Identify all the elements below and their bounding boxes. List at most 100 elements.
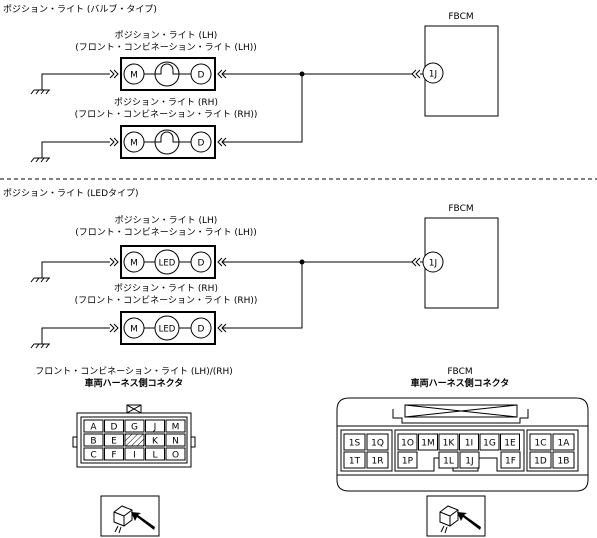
- connector-pin-label-box: [104, 447, 124, 461]
- connector-pin-label: 1I: [465, 439, 473, 449]
- connector-pin-label-box: [366, 451, 389, 469]
- lamp-rh-subtitle-bottom: (フロント・コンビネーション・ライト (RH)): [75, 295, 258, 306]
- lamp-rh-title-top: ポジション・ライト (RH): [114, 97, 218, 108]
- connector-pin-label: 1O: [401, 439, 414, 449]
- wiring-bottom: [30, 257, 423, 349]
- connector-pin-label-box: [343, 433, 366, 451]
- connector-pin-label: O: [172, 451, 179, 461]
- pin-d-label: D: [198, 325, 205, 335]
- connector-pin-label-box: [165, 447, 186, 461]
- connector-pin-label-box: [459, 451, 480, 469]
- connector-pin-label: A: [90, 423, 97, 433]
- fbcm-pin-label-top: 1J: [429, 70, 437, 80]
- connector-pin-label-box: [552, 433, 575, 451]
- connector-pin-label-box: [83, 419, 104, 433]
- pin-m-label: M: [130, 71, 138, 81]
- led-label: LED: [159, 325, 176, 335]
- fbcm-pin-label-bottom: 1J: [429, 259, 437, 269]
- wire-junction-bottom: [299, 259, 305, 265]
- connector-pin-blank: [124, 433, 145, 447]
- section-title-bulb: ポジション・ライト (バルブ・タイプ): [3, 3, 157, 15]
- connector-pin-label: 1D: [534, 457, 547, 467]
- pin-d-label: D: [198, 139, 205, 149]
- pin-d-label: D: [198, 259, 205, 269]
- connector-pin-label: M: [172, 423, 180, 433]
- connector-pin-label: 1A: [558, 439, 571, 449]
- connector-left-title: フロント・コンビネーション・ライト (LH)/(RH): [35, 366, 233, 377]
- connector-pin-label: I: [133, 451, 136, 461]
- connector-pin-label: B: [90, 437, 96, 447]
- connector-pin-label-box: [145, 433, 165, 447]
- pin-m-label: M: [130, 259, 138, 269]
- lamp-rh-bulb: M D: [120, 125, 216, 159]
- led-label: LED: [159, 259, 176, 269]
- connector-pin-label-box: [552, 451, 575, 469]
- connector-pin-label: 1G: [483, 439, 496, 449]
- lamp-lh-subtitle-bottom: (フロント・コンビネーション・ライト (LH)): [75, 227, 257, 238]
- connector-pin-label-box: [104, 433, 124, 447]
- connector-pin-label: C: [90, 451, 96, 461]
- connector-pin-label: 1R: [372, 457, 384, 467]
- connector-pin-label: K: [152, 437, 159, 447]
- connector-pin-label-box: [165, 433, 186, 447]
- connector-pin-label: D: [111, 423, 118, 433]
- connector-pin-label-box: [145, 447, 165, 461]
- connector-pin-label-box: [479, 433, 500, 451]
- connector-pin-label: 1E: [504, 439, 516, 449]
- lamp-lh-title-top: ポジション・ライト (LH): [115, 30, 218, 41]
- connector-pin-label: 1S: [349, 439, 361, 449]
- connector-pin-label-box: [165, 419, 186, 433]
- connector-pin-label: N: [172, 437, 179, 447]
- connector-pin-label-box: [438, 433, 459, 451]
- connector-pin-label: 1J: [465, 457, 473, 467]
- lamp-lh-title-bottom: ポジション・ライト (LH): [115, 215, 218, 226]
- lamp-rh-title-bottom: ポジション・ライト (RH): [114, 283, 218, 294]
- connector-pin-label: E: [111, 437, 117, 447]
- connector-pin-label: J: [153, 423, 157, 433]
- fbcm-pin-circle-top: [422, 62, 444, 84]
- connector-pin-label: L: [152, 451, 157, 461]
- connector-pin-label-box: [145, 419, 165, 433]
- connector-pin-label-box: [104, 419, 124, 433]
- lamp-rh-led: M LED D: [120, 311, 216, 345]
- connector-pin-label-box: [459, 433, 479, 451]
- connector-view-icon: [426, 495, 486, 537]
- pin-m-label: M: [130, 139, 138, 149]
- lamp-lh-bulb: M D: [120, 57, 216, 91]
- lamp-rh-subtitle-top: (フロント・コンビネーション・ライト (RH)): [75, 109, 258, 120]
- wiring-top: [30, 69, 423, 163]
- connector-pin-label-box: [366, 433, 389, 451]
- connector-pin-label-box: [124, 419, 145, 433]
- connector-pin-label-box: [438, 451, 459, 469]
- fbcm-title-top: FBCM: [448, 12, 473, 22]
- connector-right-subtitle: 車両ハーネス側コネクタ: [411, 377, 510, 389]
- lamp-lh-subtitle-top: (フロント・コンビネーション・ライト (LH)): [75, 42, 257, 53]
- connector-pin-label: 1M: [421, 439, 435, 449]
- connector-pin-label-box: [124, 447, 145, 461]
- connector-pin-label: G: [131, 423, 138, 433]
- connector-left-subtitle: 車両ハーネス側コネクタ: [85, 377, 184, 389]
- connector-pin-label: 1T: [349, 457, 361, 467]
- connector-pin-label: 1L: [443, 457, 454, 467]
- connector-pin-label-box: [343, 451, 366, 469]
- connector-pin-label-box: [83, 433, 104, 447]
- connector-pin-label: 1P: [402, 457, 414, 467]
- connector-pin-label-box: [500, 451, 521, 469]
- lamp-lh-led: M LED D: [120, 245, 216, 279]
- pin-m-label: M: [130, 325, 138, 335]
- connector-pin-label: 1K: [443, 439, 456, 449]
- wire-junction-top: [299, 71, 305, 77]
- fbcm-title-bottom: FBCM: [448, 204, 473, 214]
- connector-pin-label-box: [418, 433, 438, 451]
- connector-left-cells: A D G J M B E K N C F I L O: [83, 419, 186, 461]
- connector-pin-label-box: [83, 447, 104, 461]
- connector-pin-label-box: [397, 451, 418, 469]
- connector-pin-label: 1Q: [371, 439, 384, 449]
- connector-pin-label-box: [500, 433, 520, 451]
- connector-right-title: FBCM: [447, 367, 472, 377]
- connector-pin-label-box: [397, 433, 418, 451]
- connector-pin-label: F: [111, 451, 116, 461]
- pin-d-label: D: [198, 71, 205, 81]
